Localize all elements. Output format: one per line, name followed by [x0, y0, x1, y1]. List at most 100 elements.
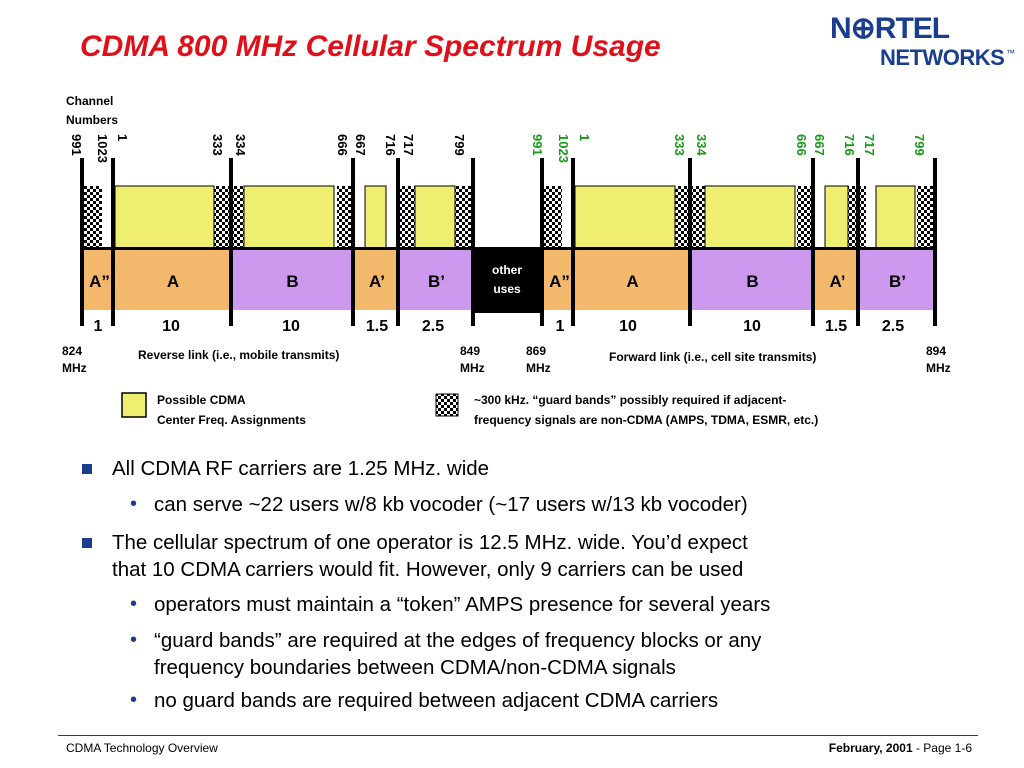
reverse-row-separator — [82, 247, 473, 250]
other-uses-block — [473, 247, 542, 313]
forward-channel-7: 716 — [842, 134, 857, 156]
logo-nortel-text: N⊕RTEL — [830, 12, 950, 45]
forward-channel-0: 991 — [530, 134, 545, 156]
forward-divider-5 — [933, 158, 937, 326]
forward-guard-band-0 — [544, 186, 562, 248]
channel-numbers-label-line2: Numbers — [66, 113, 118, 127]
forward-block-2 — [690, 250, 815, 310]
forward-block-4 — [860, 250, 935, 310]
reverse-block-4 — [400, 250, 473, 310]
bullet-text: no guard bands are required between adja… — [154, 689, 719, 712]
legend-guard-line2: frequency signals are non-CDMA (AMPS, TD… — [474, 413, 818, 427]
forward-divider-1 — [571, 158, 575, 326]
dot-bullet-icon: • — [130, 493, 138, 515]
freq-824-unit: MHz — [62, 361, 87, 375]
freq-849-value: 849 — [460, 344, 480, 358]
forward-channel-6: 667 — [812, 134, 827, 156]
bullet-text: can serve ~22 users w/8 kb vocoder (~17 … — [154, 493, 748, 516]
page-title: CDMA 800 MHz Cellular Spectrum Usage — [80, 30, 661, 63]
reverse-block-1 — [115, 250, 231, 310]
reverse-block-label-1: A — [167, 272, 179, 291]
forward-divider-0 — [540, 158, 544, 326]
reverse-cdma-slot-2 — [364, 185, 387, 249]
reverse-block-3 — [354, 250, 400, 310]
reverse-channel-4: 334 — [233, 134, 248, 156]
reverse-divider-3 — [351, 158, 355, 326]
other-uses-line1: other — [492, 263, 522, 277]
dot-bullet-icon: • — [130, 593, 138, 615]
forward-block-label-4: B’ — [889, 272, 906, 291]
forward-channel-1: 1023 — [556, 134, 571, 163]
reverse-channel-8: 717 — [401, 134, 416, 156]
reverse-divider-0 — [80, 158, 84, 326]
reverse-channel-5: 666 — [335, 134, 350, 156]
bullet-text: The cellular spectrum of one operator is… — [112, 531, 748, 554]
forward-row-separator — [542, 247, 935, 250]
forward-block-label-3: A’ — [829, 272, 845, 291]
freq-894-value: 894 — [926, 344, 946, 358]
forward-channel-8: 717 — [862, 134, 877, 156]
footer-divider — [58, 735, 978, 736]
dot-bullet-icon: • — [130, 629, 138, 651]
forward-channel-3: 333 — [672, 134, 687, 156]
logo-networks-text: NETWORKS — [880, 45, 1004, 70]
forward-cdma-slot-2 — [824, 185, 849, 249]
forward-cdma-slot-0 — [574, 185, 676, 249]
reverse-block-0 — [84, 250, 115, 310]
forward-cdma-slot-1 — [704, 185, 796, 249]
forward-block-0 — [544, 250, 575, 310]
reverse-width-label-0: 1 — [94, 318, 103, 335]
legend-guard-swatch — [435, 393, 459, 417]
freq-869-value: 869 — [526, 344, 546, 358]
reverse-width-label-1: 10 — [162, 318, 180, 335]
freq-869-unit: MHz — [526, 361, 551, 375]
reverse-divider-1 — [111, 158, 115, 326]
reverse-block-label-2: B — [286, 272, 298, 291]
forward-width-label-4: 2.5 — [882, 318, 904, 335]
forward-channel-4: 334 — [694, 134, 709, 156]
reverse-link-label: Reverse link (i.e., mobile transmits) — [138, 348, 339, 362]
legend-cdma-line1: Possible CDMA — [157, 393, 246, 407]
freq-849-unit: MHz — [460, 361, 485, 375]
legend-guard-line1: ~300 kHz. “guard bands” possibly require… — [474, 393, 786, 407]
forward-width-label-0: 1 — [556, 318, 565, 335]
reverse-width-label-4: 2.5 — [422, 318, 444, 335]
reverse-channel-9: 799 — [452, 134, 467, 156]
forward-cdma-slot-3 — [875, 185, 916, 249]
forward-divider-3 — [811, 158, 815, 326]
reverse-width-label-2: 10 — [282, 318, 300, 335]
forward-link-label: Forward link (i.e., cell site transmits) — [609, 350, 816, 364]
freq-894-unit: MHz — [926, 361, 951, 375]
reverse-block-label-3: A’ — [369, 272, 385, 291]
forward-block-label-2: B — [746, 272, 758, 291]
reverse-guard-band-3 — [397, 186, 415, 248]
forward-channel-9: 799 — [912, 134, 927, 156]
square-bullet-icon — [82, 538, 92, 548]
forward-channel-5: 666 — [794, 134, 809, 156]
forward-block-label-0: A” — [549, 272, 570, 291]
other-uses-line2: uses — [493, 282, 521, 296]
reverse-channel-0: 991 — [69, 134, 84, 156]
reverse-cdma-slot-0 — [114, 185, 215, 249]
reverse-channel-3: 333 — [210, 134, 225, 156]
forward-width-label-3: 1.5 — [825, 318, 847, 335]
footer-date: February, 2001 — [828, 741, 913, 755]
reverse-block-label-4: B’ — [428, 272, 445, 291]
square-bullet-icon — [82, 464, 92, 474]
forward-width-label-2: 10 — [743, 318, 761, 335]
forward-width-label-1: 10 — [619, 318, 637, 335]
reverse-cdma-slot-1 — [243, 185, 335, 249]
reverse-channel-7: 716 — [383, 134, 398, 156]
bullet-text: operators must maintain a “token” AMPS p… — [154, 593, 771, 616]
reverse-guard-band-2 — [337, 186, 355, 248]
forward-block-label-1: A — [626, 272, 638, 291]
reverse-divider-2 — [229, 158, 233, 326]
forward-block-3 — [815, 250, 860, 310]
dot-bullet-icon: • — [130, 689, 138, 711]
forward-guard-band-2 — [797, 186, 815, 248]
footer-page: - Page 1-6 — [912, 741, 972, 755]
legend-cdma-swatch — [121, 392, 147, 418]
bullet-text: “guard bands” are required at the edges … — [154, 629, 762, 652]
reverse-cdma-slot-3 — [414, 185, 456, 249]
